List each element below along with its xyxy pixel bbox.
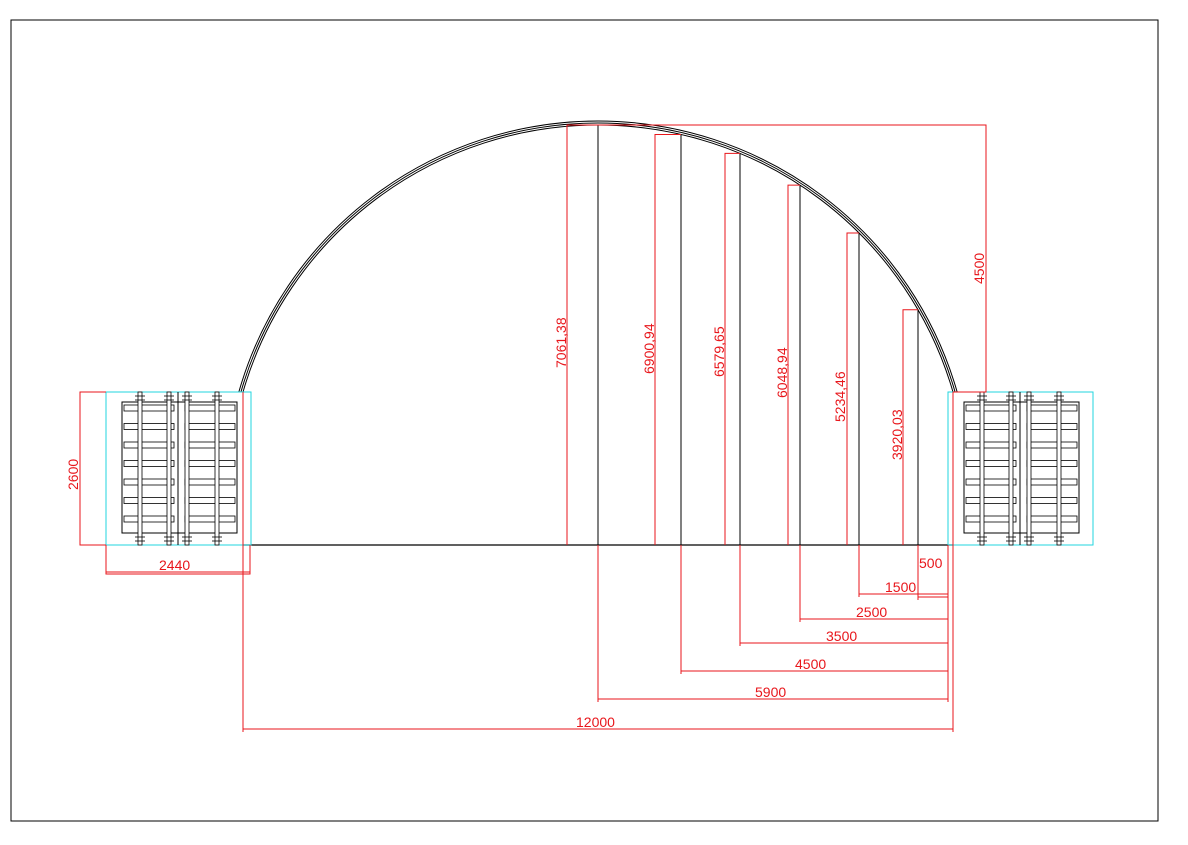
- arch-height-label: 4500: [971, 253, 987, 284]
- slat: [1026, 497, 1078, 504]
- slat: [1026, 460, 1078, 467]
- slat: [123, 423, 175, 430]
- post: [1008, 391, 1014, 546]
- offset-label-4500: 4500: [795, 656, 826, 672]
- height-label-5234: 5234,46: [832, 371, 848, 422]
- slat: [1026, 478, 1078, 486]
- slat: [1026, 423, 1078, 430]
- slat: [184, 423, 236, 430]
- height-label-6049: 6048,94: [774, 347, 790, 398]
- height-dimension: [566, 124, 598, 545]
- height-dimension: [902, 309, 918, 545]
- dimensions: [79, 124, 987, 732]
- arch-height-dimension: [598, 124, 987, 393]
- slat: [184, 497, 236, 504]
- pallet-frame: [963, 401, 1080, 534]
- offset-label-3500: 3500: [826, 628, 857, 644]
- container: [947, 391, 1094, 546]
- offset-label-2500: 2500: [856, 604, 887, 620]
- slat: [1026, 515, 1078, 523]
- container-height-label: 2600: [65, 459, 81, 490]
- slat: [184, 441, 236, 449]
- height-label-7061: 7061,38: [553, 317, 569, 368]
- offset-label-5900: 5900: [755, 684, 786, 700]
- slat: [184, 404, 236, 412]
- slat: [965, 460, 1017, 467]
- container: [105, 391, 252, 546]
- post: [137, 391, 143, 546]
- post: [184, 391, 190, 546]
- height-label-3920: 3920,03: [889, 409, 905, 460]
- arch-line: [240, 122, 956, 393]
- height-label-6901: 6900,94: [641, 323, 657, 374]
- post: [214, 391, 220, 546]
- slat: [1026, 441, 1078, 449]
- span-label: 12000: [576, 714, 615, 730]
- drawing-frame: [10, 19, 1159, 822]
- container-height-dimension: [79, 391, 106, 546]
- slat: [1026, 404, 1078, 412]
- height-dimension: [846, 232, 859, 545]
- container-width-dimension: [105, 545, 251, 575]
- slat: [184, 460, 236, 467]
- slat: [965, 423, 1017, 430]
- post: [166, 391, 172, 546]
- post: [1056, 391, 1062, 546]
- offset-label-1500: 1500: [885, 579, 916, 595]
- slat: [965, 404, 1017, 412]
- containers: [105, 391, 1094, 546]
- pallet-frame: [121, 401, 238, 534]
- slat: [965, 478, 1017, 486]
- slat: [965, 515, 1017, 523]
- slat: [123, 460, 175, 467]
- slat: [123, 497, 175, 504]
- height-dimension: [787, 184, 800, 545]
- slat: [123, 478, 175, 486]
- height-dimension: [724, 152, 740, 545]
- offset-label-500: 500: [919, 555, 943, 571]
- slat: [184, 478, 236, 486]
- slat: [184, 515, 236, 523]
- arch-line: [238, 120, 958, 393]
- height-dimension: [654, 133, 681, 545]
- height-label-6580: 6579,65: [711, 326, 727, 377]
- slat: [123, 404, 175, 412]
- vertical-members: [597, 125, 919, 545]
- post: [979, 391, 985, 546]
- slat: [123, 441, 175, 449]
- post: [1026, 391, 1032, 546]
- slat: [965, 497, 1017, 504]
- slat: [123, 515, 175, 523]
- container-width-label: 2440: [159, 557, 190, 573]
- slat: [965, 441, 1017, 449]
